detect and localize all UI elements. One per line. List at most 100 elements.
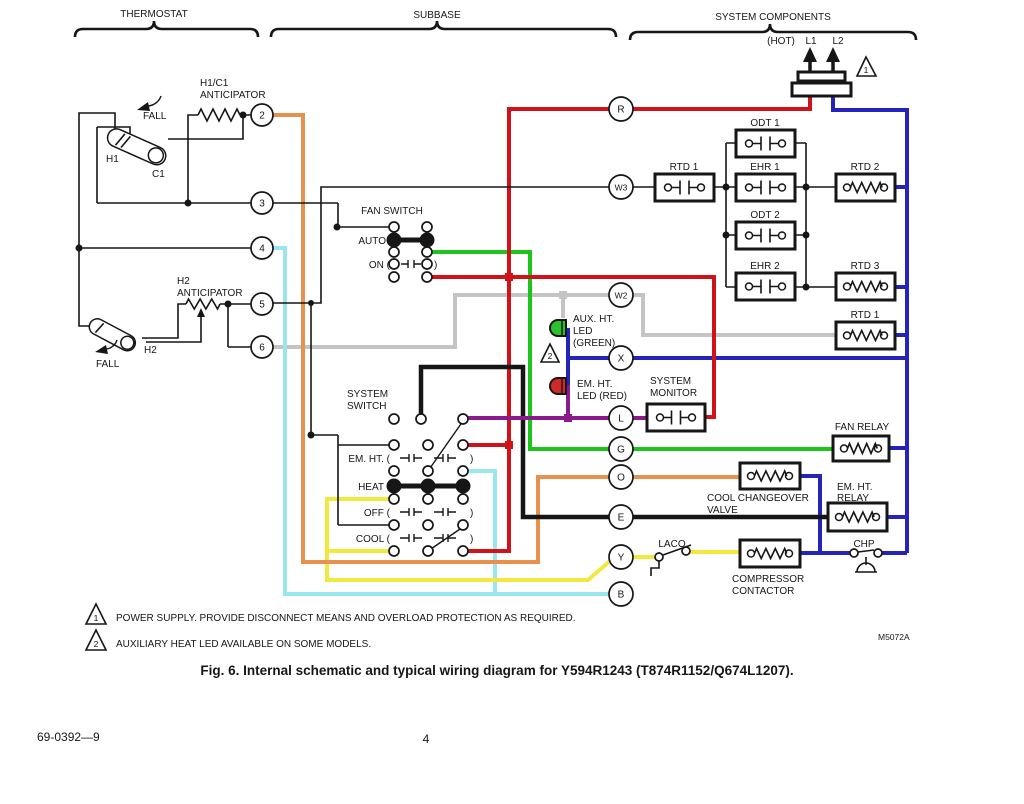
- terminal-l: [608, 405, 634, 431]
- laco-label: LACO: [658, 539, 685, 550]
- anticipator1-label-1: H1/C1: [200, 78, 229, 89]
- anticipator1-label-2: ANTICIPATOR: [200, 90, 266, 101]
- fan-on-close: ): [434, 260, 437, 271]
- terminal-y: [608, 544, 634, 570]
- junction-dot: [307, 431, 315, 439]
- document-number: 69-0392—9: [37, 730, 100, 744]
- junction-dot: [802, 231, 810, 239]
- junction-dot: [802, 183, 810, 191]
- wire-wiper-lead: [146, 316, 202, 343]
- heat-contact: [386, 478, 402, 494]
- fan-switch: [386, 221, 435, 283]
- l2-label: L2: [832, 36, 844, 47]
- em-ht-relay-box: [826, 501, 889, 533]
- compressor-label-1: COMPRESSOR: [732, 574, 804, 585]
- terminal-6: [250, 335, 274, 359]
- terminal-4-label: 4: [259, 244, 265, 255]
- wire-w3-line: [273, 186, 655, 304]
- heat-contact: [420, 478, 436, 494]
- fall-arrowhead-1: [137, 102, 150, 111]
- valve-label-2: VALVE: [707, 505, 738, 516]
- wire-g-green: [427, 250, 833, 451]
- laco-switch: [650, 544, 692, 576]
- terminal-w2: [608, 282, 634, 308]
- ehr1-label: EHR 1: [750, 162, 780, 173]
- l1-label: L1: [805, 36, 817, 47]
- junction-dot: [722, 231, 730, 239]
- switch-contact: [457, 493, 469, 505]
- transformer-secondary: [790, 81, 853, 98]
- switch-contact: [388, 519, 400, 531]
- fan-switch-title: FAN SWITCH: [361, 206, 423, 217]
- anticipator2-label-1: H2: [177, 276, 190, 287]
- note-1-text: POWER SUPPLY. PROVIDE DISCONNECT MEANS A…: [116, 613, 576, 624]
- c1-contact: [147, 147, 165, 164]
- fan-on-ticks: [401, 260, 421, 268]
- rtd1-box: [653, 172, 716, 203]
- figure-caption: Fig. 6. Internal schematic and typical w…: [200, 663, 793, 678]
- terminal-b-label: B: [618, 590, 625, 601]
- anticipator2-resistor: [185, 297, 221, 311]
- c2-contact: [120, 335, 135, 351]
- terminal-b: [608, 581, 634, 607]
- fan-contact: [421, 271, 433, 283]
- fan-contact: [388, 258, 400, 270]
- terminal-w3-label: W3: [615, 183, 628, 193]
- wiper-arrow: [197, 308, 205, 317]
- terminal-4: [250, 236, 274, 260]
- system-switch-title-1: SYSTEM: [347, 389, 388, 400]
- switch-contact: [457, 465, 469, 477]
- note-2-text: AUXILIARY HEAT LED AVAILABLE ON SOME MOD…: [116, 639, 371, 650]
- switch-ticks: [400, 454, 456, 542]
- hot-label: (HOT): [767, 36, 795, 47]
- system-monitor-label-1: SYSTEM: [650, 376, 691, 387]
- rtd2-label: RTD 2: [851, 162, 880, 173]
- terminal-r: [608, 96, 634, 122]
- junction-dot: [224, 300, 232, 308]
- section-headers: THERMOSTAT SUBBASE SYSTEM COMPONENTS: [73, 9, 918, 41]
- red-junction-1: [505, 273, 513, 281]
- fan-relay-label: FAN RELAY: [835, 422, 890, 433]
- switch-contact: [422, 465, 434, 477]
- chp-switch: [849, 548, 883, 573]
- rtd3-label: RTD 3: [851, 261, 880, 272]
- warning-triangle-2-icon: [539, 342, 561, 363]
- bulb-fill-line: [94, 322, 105, 334]
- junction-dot: [802, 283, 810, 291]
- h1-mercury-bulb: [106, 128, 167, 166]
- wire-h1-frame-left: [96, 126, 131, 203]
- terminal-e-label: E: [618, 513, 625, 524]
- ehr1-box: [734, 172, 797, 203]
- wire-o-orange: [273, 113, 740, 564]
- wire-w2-gray: [273, 293, 836, 349]
- system-components-bracket: [628, 23, 918, 41]
- em-led-label-1: EM. HT.: [577, 379, 613, 390]
- switch-contact: [388, 413, 400, 425]
- page-number: 4: [423, 732, 430, 746]
- terminal-x-label: X: [618, 354, 625, 365]
- terminal-2: [250, 103, 274, 127]
- switch-contact: [388, 465, 400, 477]
- note-1-number: 1: [94, 613, 99, 623]
- thermostat-bracket: [73, 20, 260, 38]
- switch-contact: [457, 413, 469, 425]
- aux-led-label-2: LED: [573, 326, 592, 337]
- h2-mercury-bulb: [88, 318, 137, 352]
- switch-contact: [457, 519, 469, 531]
- junction-dot: [308, 300, 314, 306]
- warning-2-number: 2: [548, 351, 553, 361]
- off-position-label: OFF (: [364, 508, 391, 519]
- terminal-6-label: 6: [259, 343, 265, 354]
- wires: [273, 96, 909, 596]
- switch-contact: [388, 545, 400, 557]
- system-switch: [386, 413, 471, 557]
- wire-red-monitor: [427, 275, 716, 419]
- compressor-label-2: CONTACTOR: [732, 586, 794, 597]
- notes-and-caption: 1 POWER SUPPLY. PROVIDE DISCONNECT MEANS…: [37, 602, 794, 746]
- aux-led-label-1: AUX. HT.: [573, 314, 614, 325]
- cool-close: ): [470, 534, 473, 545]
- rtd3-box: [834, 271, 897, 302]
- warning-triangle-1-icon: [855, 55, 878, 77]
- system-components-header: SYSTEM COMPONENTS: [715, 12, 831, 23]
